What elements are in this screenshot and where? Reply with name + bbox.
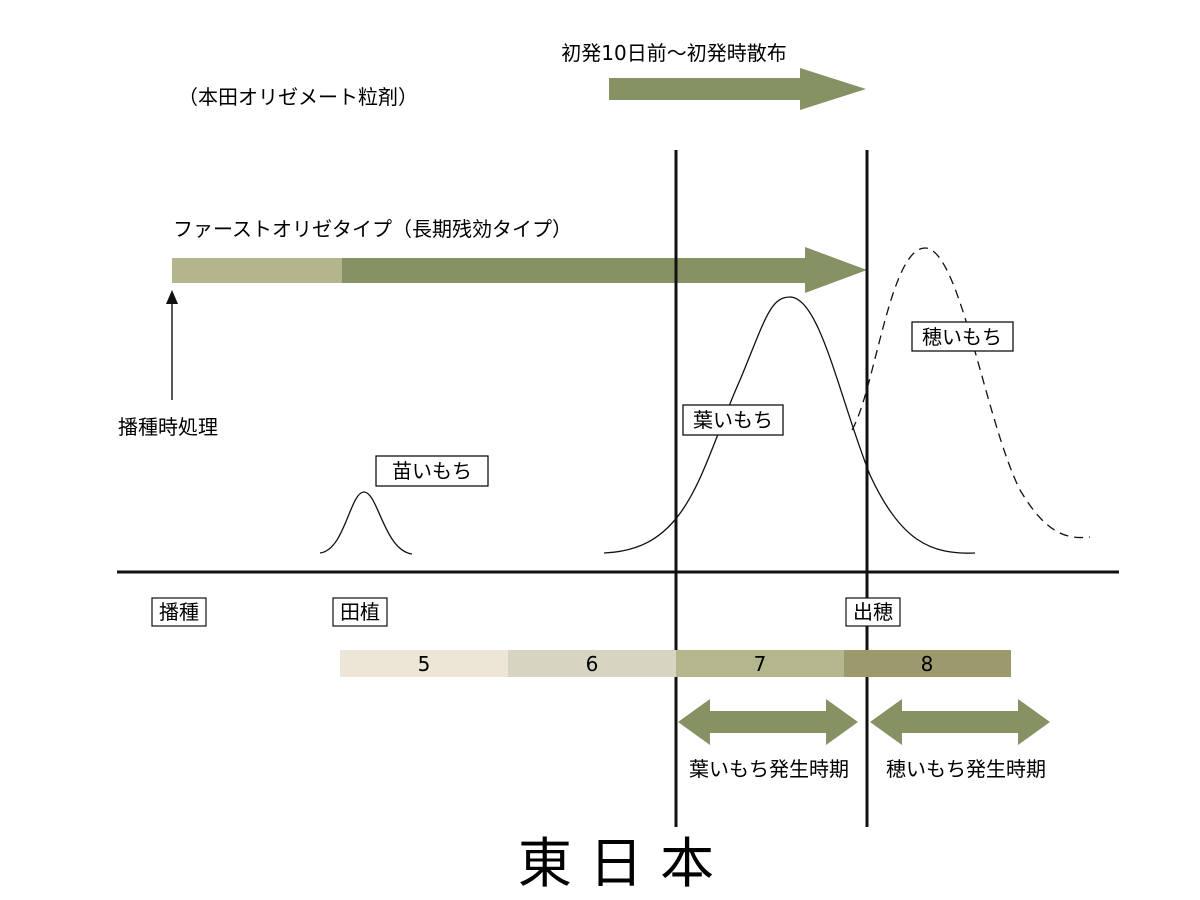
ho-period-double-arrow-icon: [870, 699, 1050, 745]
ha-period-double-arrow-icon: [678, 699, 858, 745]
long-type-arrow-light-segment: [172, 258, 342, 283]
month-bar: 5 6 7 8: [340, 650, 1011, 677]
stage-transplant-box: [332, 597, 388, 627]
month-8-segment: [844, 650, 1011, 677]
long-type-label: ファーストオリゼタイプ（長期残効タイプ）: [173, 217, 572, 241]
ha-imochi-curve: [603, 296, 976, 554]
month-8-label: 8: [921, 652, 934, 676]
ha-period-label: 葉いもち発生時期: [689, 757, 849, 781]
arrow-up-icon: [166, 290, 178, 304]
ho-imochi-label-box: [911, 321, 1014, 352]
month-7-label: 7: [754, 652, 767, 676]
ho-imochi-label: 穂いもち: [922, 325, 1002, 349]
ho-imochi-curve: [851, 247, 1091, 539]
month-6-label: 6: [586, 652, 599, 676]
nae-imochi-label-box: [375, 455, 489, 487]
month-5-segment: [340, 650, 508, 677]
month-6-segment: [508, 650, 676, 677]
spray-timing-arrow-right-icon: [609, 68, 866, 110]
month-5-label: 5: [418, 652, 431, 676]
nae-imochi-curve: [319, 491, 413, 555]
month-7-segment: [676, 650, 844, 677]
ho-period-label: 穂いもち発生時期: [886, 757, 1046, 781]
stage-transplant-label: 田植: [340, 600, 380, 624]
ha-imochi-label-box: [682, 404, 784, 436]
nae-imochi-label: 苗いもち: [392, 459, 472, 483]
stage-heading-box: [845, 597, 901, 627]
seed-treatment-label: 播種時処理: [118, 415, 218, 439]
product-name-label: （本田オリゼメート粒剤）: [178, 85, 418, 109]
ha-imochi-label: 葉いもち: [693, 408, 773, 432]
spray-timing-caption: 初発10日前〜初発時散布: [561, 41, 786, 65]
stage-seeding-label: 播種: [159, 600, 199, 624]
stage-seeding-box: [151, 597, 207, 627]
long-type-arrow-right-icon: [342, 247, 867, 293]
region-title: 東 日 本: [518, 832, 714, 895]
stage-heading-label: 出穂: [853, 600, 893, 624]
